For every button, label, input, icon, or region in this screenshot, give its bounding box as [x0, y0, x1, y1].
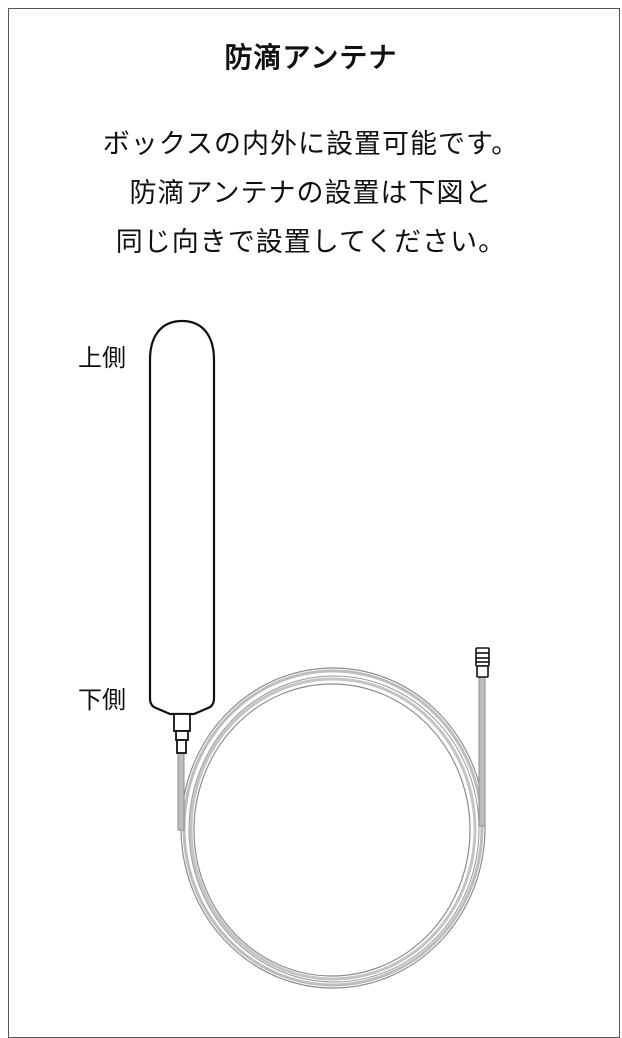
cable-coil [180, 667, 486, 989]
antenna-body [148, 319, 216, 716]
connector-cable-lead [478, 675, 486, 827]
description-line-1: ボックスの内外に設置可能です。 [102, 129, 520, 160]
antenna-base-connector [173, 713, 191, 754]
description-line-3: 同じ向きで設置してください。 [115, 227, 507, 258]
diagram-frame [8, 8, 620, 1038]
antenna-cable-lead [177, 751, 185, 831]
page-title: 防滴アンテナ [224, 41, 398, 74]
top-side-label: 上側 [78, 344, 126, 372]
sma-connector [475, 647, 490, 678]
bottom-side-label: 下側 [78, 686, 126, 714]
description-line-2: 防滴アンテナの設置は下図と [129, 178, 493, 209]
